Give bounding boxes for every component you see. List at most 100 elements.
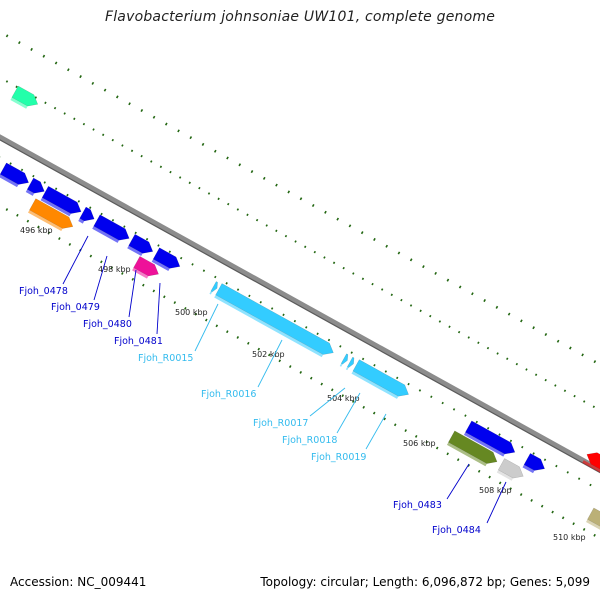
gc-dot [435, 446, 439, 450]
gc-dot [409, 258, 413, 262]
backbone-shadow [0, 139, 600, 474]
gc-dot [5, 208, 9, 211]
feature-olive-body [448, 430, 498, 464]
gc-dot [498, 481, 502, 485]
leader-line [486, 481, 507, 524]
gene-label-text: Fjoh_R0019 [311, 452, 366, 463]
gc-dot [425, 440, 428, 444]
gc-dot [419, 309, 422, 313]
gc-dot [488, 475, 491, 479]
gc-dot [530, 498, 533, 502]
feature-blue-side [25, 189, 35, 196]
gc-dot [418, 389, 422, 392]
gc-dot [201, 142, 205, 146]
gc-dot [82, 122, 86, 126]
gc-dot [130, 149, 134, 153]
gc-dot [54, 187, 58, 191]
feature-grey-body [497, 458, 524, 479]
gc-dot [246, 341, 250, 345]
gene-label-text: Fjoh_0481 [114, 336, 163, 347]
feature-blue-body [93, 214, 130, 241]
feature-blue [463, 420, 516, 457]
gc-dot [572, 522, 575, 526]
leader-line [365, 413, 387, 450]
gc-dot [583, 400, 586, 403]
feature-aqua-body [11, 85, 39, 107]
gene-label-text: Fjoh_R0015 [138, 353, 193, 364]
tick-label: 506 kbp [403, 439, 436, 448]
gc-dot [544, 332, 548, 337]
gene-label-fjoh-0478[interactable]: Fjoh_0478 [19, 235, 89, 297]
gene-label-fjoh-r0016[interactable]: Fjoh_R0016 [201, 339, 283, 400]
gc-dot [351, 400, 355, 403]
gc-dot [566, 471, 569, 474]
gc-dot [360, 231, 364, 235]
gc-dot [486, 426, 490, 430]
gc-dot [115, 95, 119, 99]
gc-dot [275, 229, 278, 233]
gc-dot [393, 423, 397, 427]
gc-dot [177, 129, 180, 133]
gc-dot [593, 360, 597, 364]
gc-dot [446, 278, 450, 282]
gene-label-fjoh-r0017[interactable]: Fjoh_R0017 [253, 387, 346, 429]
feature-rrna-arrow [339, 353, 349, 367]
gc-dot [5, 80, 9, 83]
gene-label-fjoh-0479[interactable]: Fjoh_0479 [51, 255, 108, 313]
gene-label-fjoh-0481[interactable]: Fjoh_0481 [114, 282, 163, 347]
gene-label-fjoh-r0019[interactable]: Fjoh_R0019 [311, 413, 387, 463]
gc-dot [593, 533, 596, 537]
gc-dot [496, 352, 499, 355]
gc-dot [521, 445, 524, 449]
gc-dot [309, 376, 313, 380]
gc-dot [543, 458, 547, 462]
gc-dot [259, 300, 262, 304]
gc-dot [226, 156, 229, 160]
gc-dot [320, 382, 324, 386]
feature-khaki-body [587, 507, 600, 527]
gc-dot [483, 299, 486, 303]
gc-dot [89, 254, 93, 258]
gc-dot [589, 483, 592, 487]
gc-dot [336, 217, 340, 221]
gc-dot [213, 149, 217, 153]
gc-dot [498, 433, 501, 436]
gc-dot [150, 160, 153, 163]
feature-rrna-side [351, 371, 399, 399]
gene-label-fjoh-0484[interactable]: Fjoh_0484 [432, 481, 507, 536]
gc-dot [194, 312, 198, 316]
gc-dot [134, 231, 137, 235]
feature-rrna-body [352, 359, 409, 397]
feature-rrna-arrow [209, 281, 218, 295]
gene-label-fjoh-0480[interactable]: Fjoh_0480 [83, 269, 137, 330]
gc-dot [202, 269, 206, 272]
backbone [0, 134, 600, 474]
feature-blue [522, 452, 545, 474]
gc-dot [569, 346, 572, 350]
gc-dot [236, 208, 240, 211]
gc-dot [305, 326, 308, 329]
gc-dot [509, 487, 512, 491]
feature-blue [25, 177, 45, 196]
gene-label-text: Fjoh_0483 [393, 500, 442, 511]
map-title: Flavobacterium johnsoniae UW101, complet… [104, 9, 496, 25]
gc-dot [581, 353, 584, 357]
gene-label-fjoh-r0015[interactable]: Fjoh_R0015 [138, 303, 219, 364]
feature-blue-body [79, 206, 95, 222]
feature-blue-side [92, 226, 120, 243]
gc-dot [348, 224, 352, 228]
gc-dot [58, 237, 61, 241]
gc-dot [563, 389, 567, 393]
gene-label-fjoh-r0018[interactable]: Fjoh_R0018 [282, 392, 361, 446]
gene-label-text: Fjoh_0484 [432, 525, 481, 536]
gc-dot [467, 464, 470, 467]
gc-dot [77, 200, 81, 203]
feature-rrna-arrow-side [345, 366, 349, 371]
gene-label-fjoh-0483[interactable]: Fjoh_0483 [393, 463, 470, 511]
gc-dot [140, 154, 143, 158]
feature-rrna-arrow-side [339, 363, 343, 367]
feature-blue-side [78, 218, 85, 224]
gc-dot [434, 271, 437, 275]
